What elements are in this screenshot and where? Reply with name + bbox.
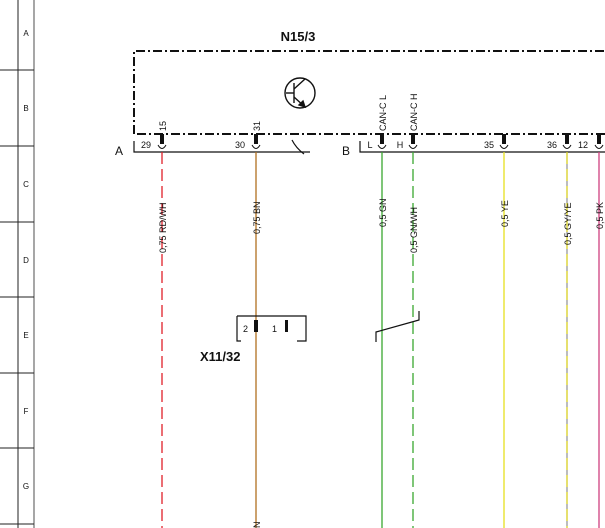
pin-l-terminal: CAN-C L	[378, 95, 388, 131]
wire-ye-label: 0,5 YE	[500, 200, 510, 227]
pin-12: 12 0,5 PK	[578, 134, 605, 528]
pin-l-number: L	[367, 140, 372, 150]
connector-b: B	[342, 141, 605, 158]
wire-gn-label: 0,5 GN	[378, 198, 388, 227]
row-label-g: G	[23, 482, 29, 491]
pin-29-terminal: 15	[158, 121, 168, 131]
row-label-e: E	[23, 331, 28, 340]
wire-rd-wh-label: 0,75 RD/WH	[158, 202, 168, 253]
pin-29: 29 15 0,75 RD/WH	[141, 121, 168, 528]
pin-12-number: 12	[578, 140, 588, 150]
pin-36-number: 36	[547, 140, 557, 150]
component-boundary	[133, 50, 605, 135]
transistor-symbol	[284, 77, 316, 109]
pin-30-number: 30	[235, 140, 245, 150]
bottom-wire-mark: N	[252, 522, 262, 528]
pin-29-number: 29	[141, 140, 151, 150]
row-label-b: B	[23, 104, 28, 113]
pin-35-number: 35	[484, 140, 494, 150]
connector-ref-label: X11/32	[200, 349, 241, 364]
plug-pin-1: 1	[272, 324, 277, 334]
row-label-f: F	[24, 407, 29, 416]
wire-gn-wh-label: 0,5 GN/WH	[409, 207, 419, 253]
twisted-pair-marker	[375, 311, 420, 342]
row-label-d: D	[23, 256, 29, 265]
row-ruler: A B C D E F G	[0, 0, 35, 528]
connector-a-label: A	[115, 144, 123, 158]
pin-36: 36 0,5 GY/YE	[547, 134, 573, 528]
wire-bn-label: 0,75 BN	[252, 201, 262, 234]
connector-b-label: B	[342, 144, 350, 158]
component-title: N15/3	[281, 29, 316, 44]
pin-30-terminal: 31	[252, 121, 262, 131]
pin-h: H CAN-C H 0,5 GN/WH	[397, 94, 419, 528]
pin-l: L CAN-C L 0,5 GN	[367, 95, 388, 528]
plug-connector: 2 1 X11/32	[200, 315, 307, 364]
pin-h-number: H	[397, 140, 404, 150]
pin-h-terminal: CAN-C H	[409, 94, 419, 132]
plug-pin-2: 2	[243, 324, 248, 334]
pin-30: 30 31 0,75 BN	[235, 121, 262, 528]
connector-a: A	[115, 139, 310, 158]
row-label-a: A	[23, 29, 29, 38]
wire-gy-ye-label: 0,5 GY/YE	[563, 202, 573, 245]
pin-35: 35 0,5 YE	[484, 134, 510, 528]
row-label-c: C	[23, 180, 29, 189]
wire-pk-label: 0,5 PK	[595, 202, 605, 229]
